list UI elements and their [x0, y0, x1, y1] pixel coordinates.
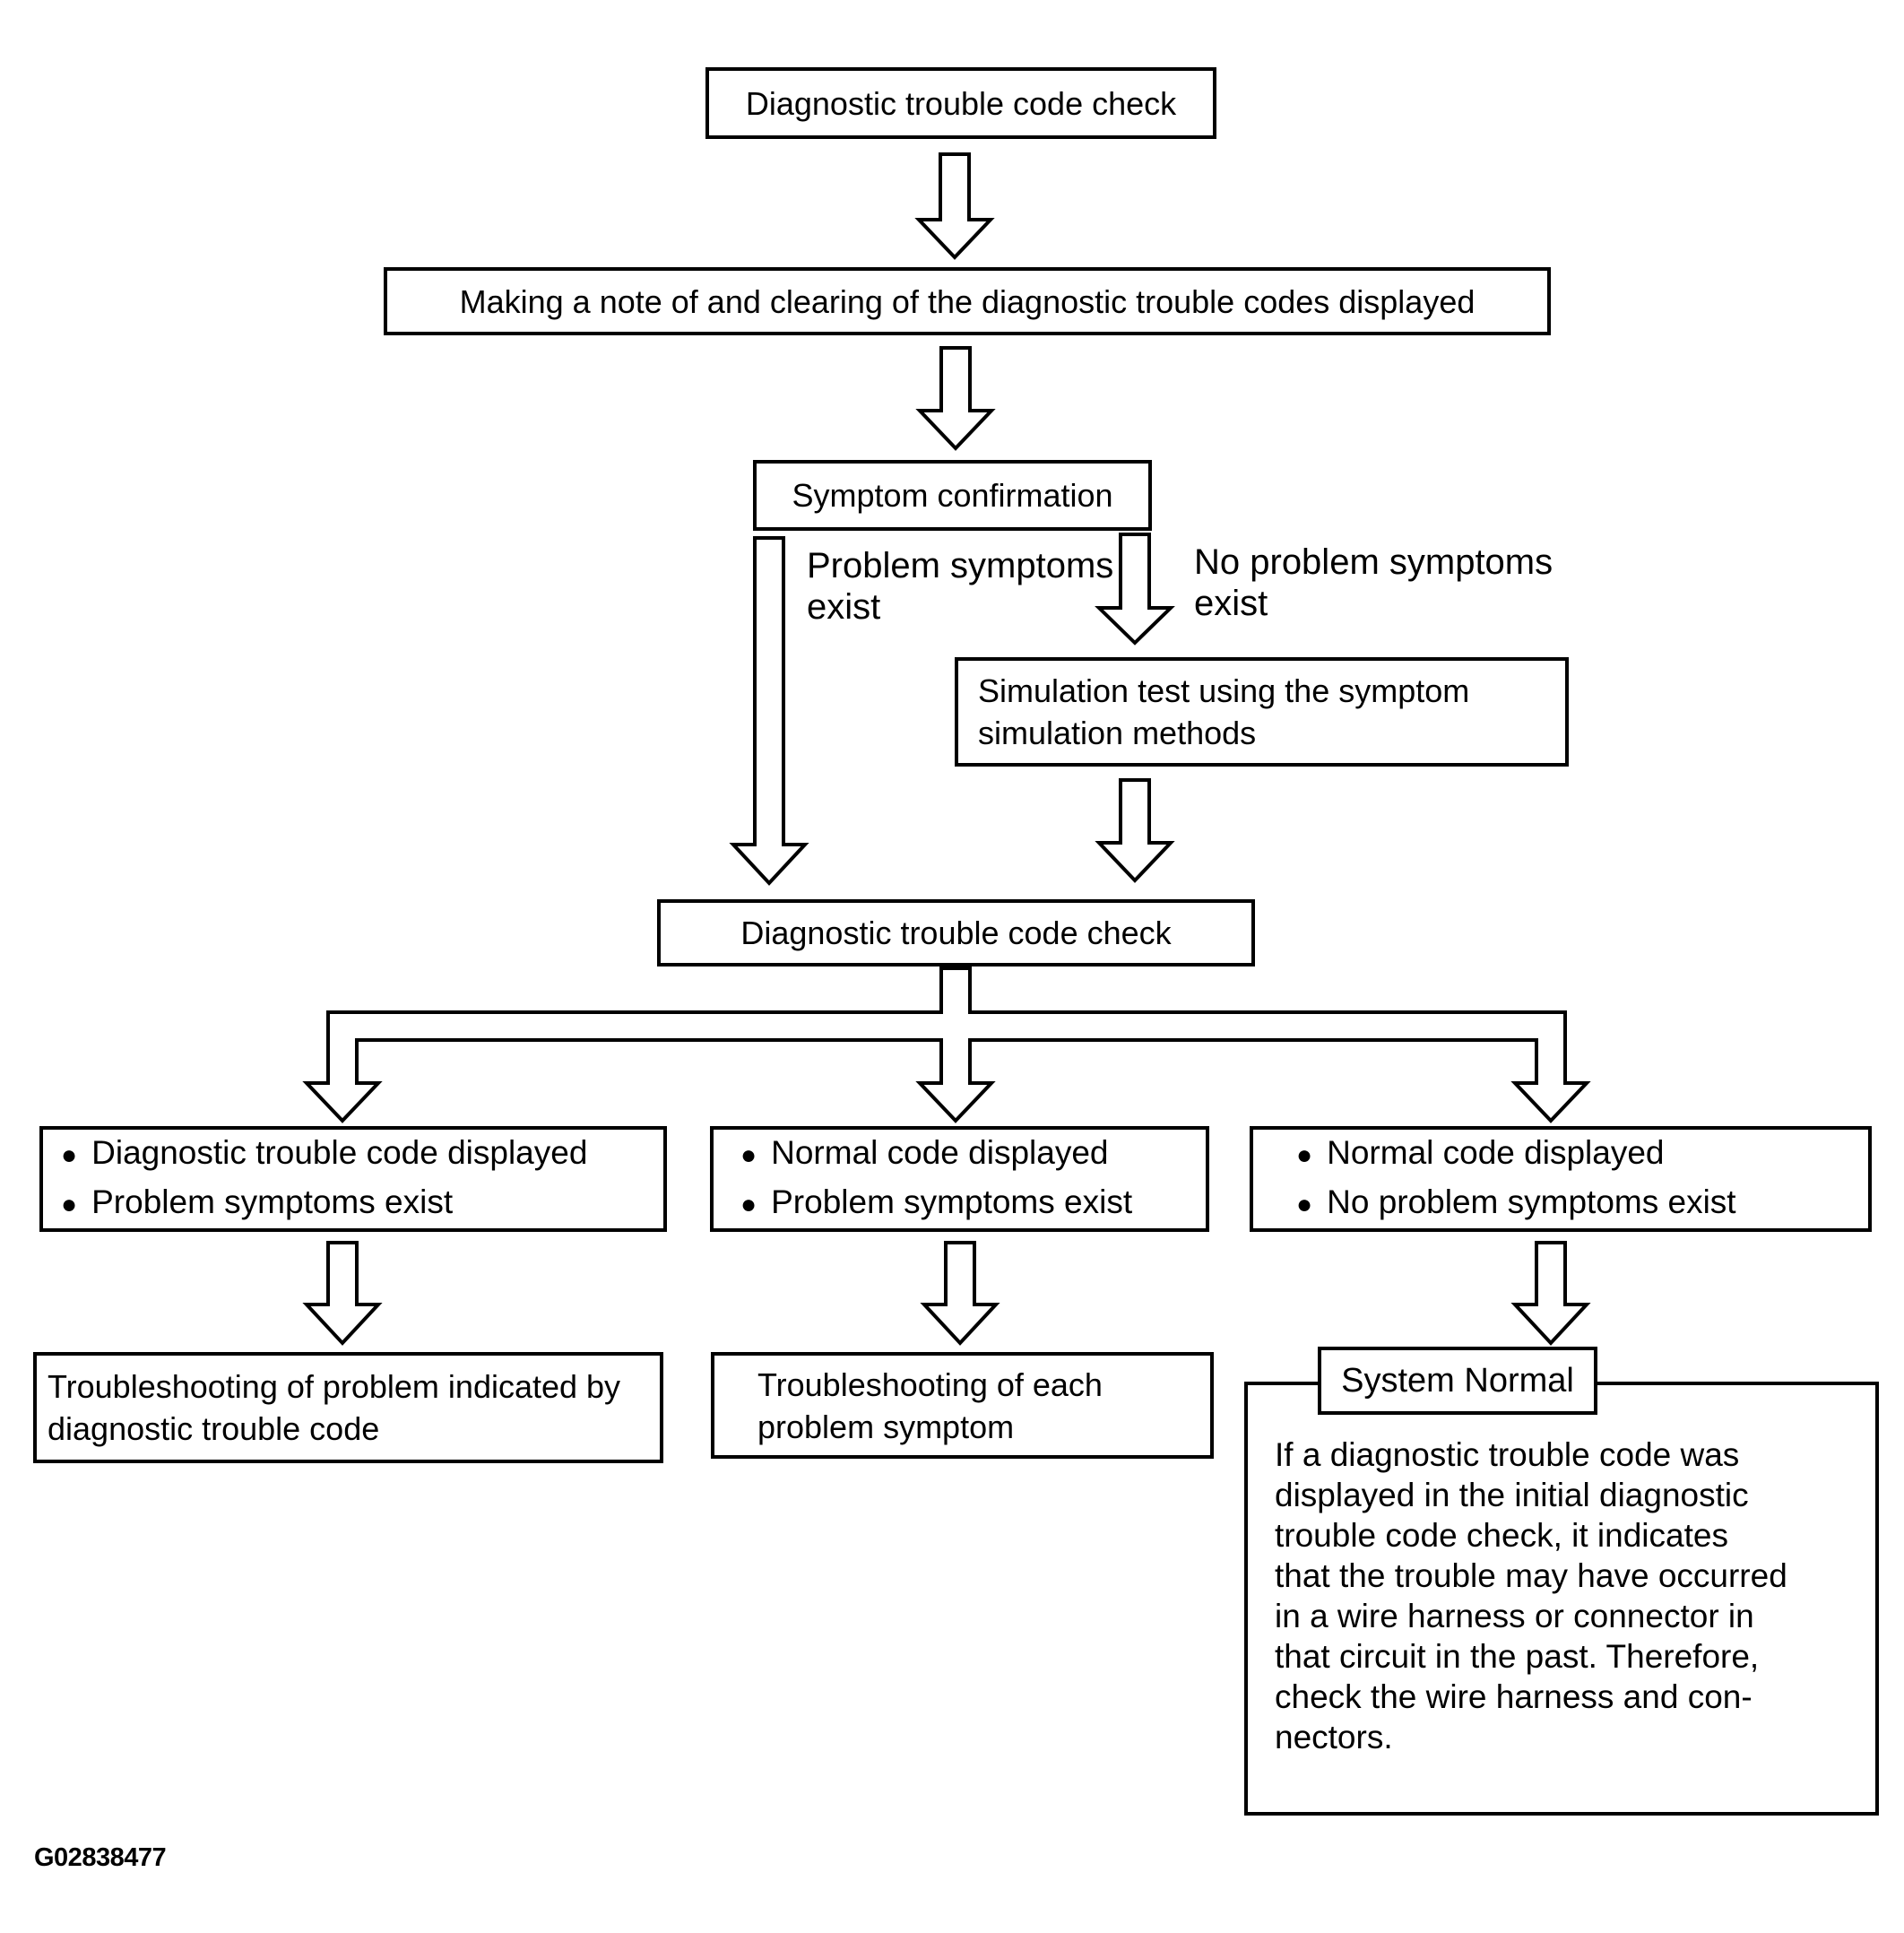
note-line: If a diagnostic trouble code was: [1275, 1436, 1740, 1473]
arrow-problem-branch-long-icon: [729, 536, 809, 886]
bullet-icon: ●: [61, 1140, 78, 1170]
bullet-icon: ●: [1296, 1190, 1313, 1219]
condition-row: ● Normal code displayed: [740, 1130, 1206, 1179]
system-normal-note-text: If a diagnostic trouble code was display…: [1275, 1435, 1787, 1757]
label-problem-symptoms-exist: Problem symptoms exist: [807, 546, 1114, 627]
system-normal-note-box: If a diagnostic trouble code was display…: [1244, 1382, 1879, 1816]
node-note-and-clear: Making a note of and clearing of the dia…: [384, 267, 1551, 335]
label-no-problem-symptoms-exist: No problem symptoms exist: [1194, 542, 1553, 623]
note-line: that circuit in the past. Therefore,: [1275, 1638, 1760, 1675]
condition-row: ● Normal code displayed: [1296, 1130, 1868, 1179]
outcome2-conditions-box: ● Normal code displayed ● Problem sympto…: [710, 1126, 1209, 1232]
condition-text: Problem symptoms exist: [91, 1183, 454, 1220]
bullet-icon: ●: [740, 1190, 757, 1219]
condition-text: Normal code displayed: [1327, 1134, 1665, 1171]
bullet-icon: ●: [740, 1140, 757, 1170]
node-dtc-check-2: Diagnostic trouble code check: [657, 899, 1255, 966]
arrow-outcome3-to-action-icon: [1510, 1241, 1591, 1346]
condition-text: Diagnostic trouble code displayed: [91, 1134, 588, 1171]
bullet-icon: ●: [61, 1190, 78, 1219]
condition-row: ● Diagnostic trouble code displayed: [61, 1130, 663, 1179]
note-line: displayed in the initial diagnostic: [1275, 1477, 1749, 1513]
note-line: nectors.: [1275, 1719, 1393, 1755]
action-system-normal: System Normal: [1318, 1347, 1597, 1415]
condition-text: No problem symptoms exist: [1327, 1183, 1736, 1220]
condition-text: Problem symptoms exist: [771, 1183, 1133, 1220]
outcome1-conditions-box: ● Diagnostic trouble code displayed ● Pr…: [39, 1126, 667, 1232]
note-line: check the wire harness and con-: [1275, 1678, 1753, 1715]
condition-row: ● No problem symptoms exist: [1296, 1179, 1868, 1228]
condition-row: ● Problem symptoms exist: [740, 1179, 1206, 1228]
note-line: in a wire harness or connector in: [1275, 1598, 1754, 1634]
bullet-icon: ●: [1296, 1140, 1313, 1170]
node-symptom-confirmation: Symptom confirmation: [753, 460, 1152, 531]
note-line: trouble code check, it indicates: [1275, 1517, 1728, 1554]
node-simulation-test: Simulation test using the symptom simula…: [955, 657, 1569, 767]
arrow-step1-to-step2-icon: [914, 152, 995, 260]
note-line: that the trouble may have occurred: [1275, 1557, 1787, 1594]
arrow-simulation-to-check-icon: [1095, 778, 1175, 883]
condition-row: ● Problem symptoms exist: [61, 1179, 663, 1228]
arrow-step2-to-step3-icon: [915, 346, 996, 451]
figure-code: G02838477: [34, 1843, 167, 1872]
outcome3-conditions-box: ● Normal code displayed ● No problem sym…: [1250, 1126, 1872, 1232]
arrow-no-problem-branch-icon: [1095, 533, 1175, 646]
arrow-outcome2-to-action-icon: [920, 1241, 1000, 1346]
arrow-outcome1-to-action-icon: [302, 1241, 383, 1346]
action-troubleshoot-symptom: Troubleshooting of each problem symptom: [711, 1352, 1214, 1459]
three-way-branch-connector-icon: [302, 966, 1591, 1123]
node-dtc-check-1: Diagnostic trouble code check: [705, 67, 1216, 139]
action-troubleshoot-dtc: Troubleshooting of problem indicated by …: [33, 1352, 663, 1463]
condition-text: Normal code displayed: [771, 1134, 1109, 1171]
